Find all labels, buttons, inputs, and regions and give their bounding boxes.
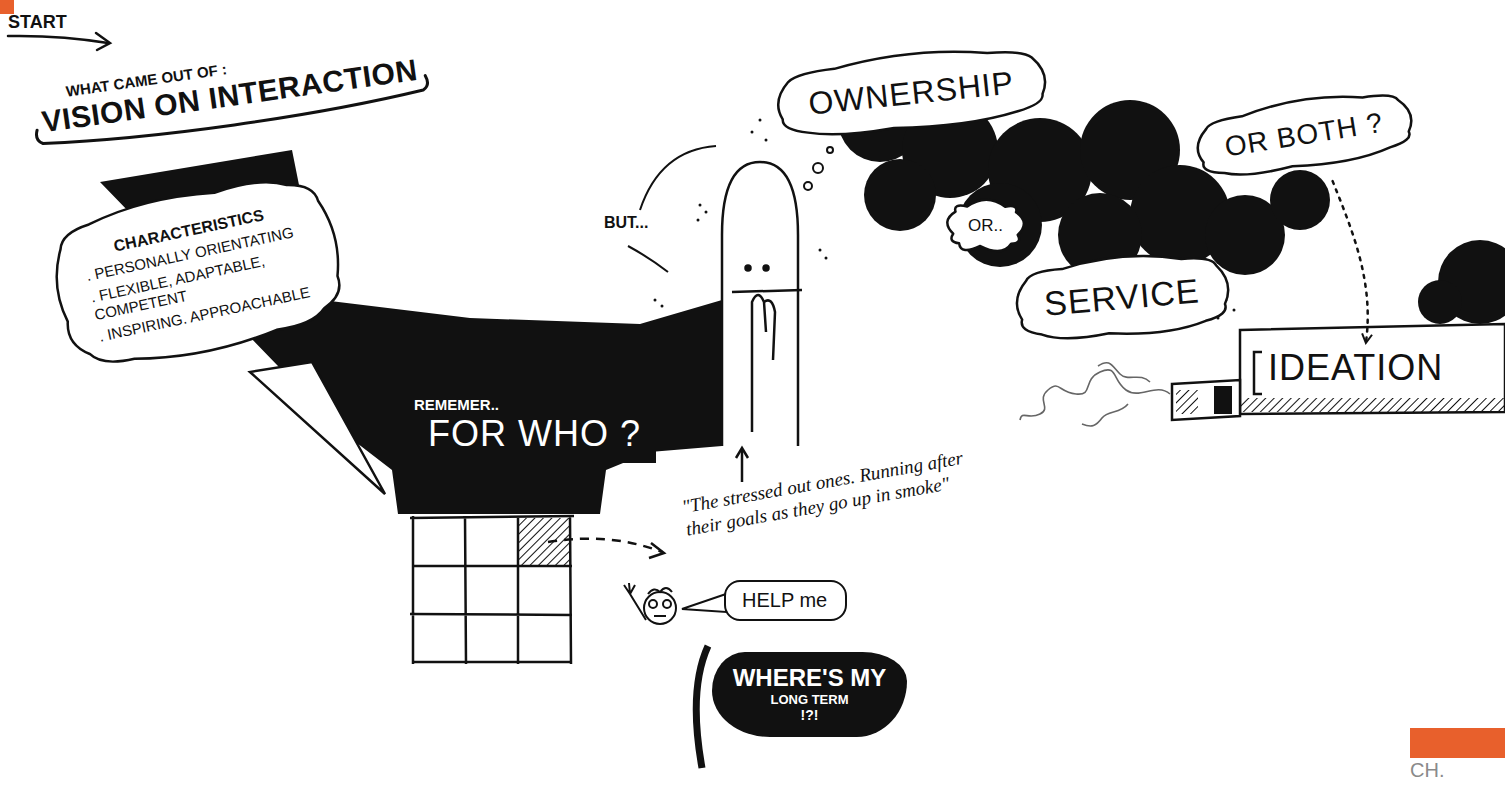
sketch-stroke: [1176, 390, 1198, 414]
quote-pointer: [736, 448, 748, 482]
sketch-stroke: [722, 162, 798, 446]
thought-bubbles: [804, 147, 833, 190]
sketch-stroke: [765, 139, 768, 142]
cigarette: [1172, 324, 1505, 420]
sketch-stroke: [1214, 386, 1232, 414]
sketch-stroke: [746, 266, 751, 271]
cloud-outline: [44, 166, 353, 379]
sketch-stroke: [1270, 170, 1330, 230]
cloud-outline: [1014, 248, 1232, 344]
sketch-stroke: [1418, 280, 1462, 324]
dashed-pointer: [548, 539, 664, 558]
sketch-stroke: [649, 600, 657, 608]
sketch-stroke: [663, 600, 671, 608]
ideation-band: IDEATION: [1262, 346, 1451, 389]
sketch-stroke: [825, 257, 828, 260]
sketch-stroke: [518, 518, 570, 566]
sketch-stroke: [764, 266, 769, 271]
but-lines: [628, 146, 716, 272]
start-label: START: [8, 12, 67, 33]
sketch-stroke: [736, 448, 748, 458]
sketch-stroke: [751, 131, 754, 134]
sketch-stroke: [628, 246, 668, 272]
aside-label: BUT...: [604, 214, 648, 232]
sketch-stroke: [827, 147, 833, 153]
sketch-stroke: [1172, 380, 1240, 420]
sketch-stroke: [732, 290, 802, 292]
target-box: REMEMER..FOR WHO ?: [400, 390, 656, 463]
sketch-stroke: [1233, 309, 1236, 312]
title-banner: WHAT CAME OUT OF :VISION ON INTERACTION: [29, 31, 431, 158]
sketch-stroke: [819, 249, 822, 252]
cloud-outline: [947, 200, 1024, 251]
sketch-stroke: [654, 299, 657, 302]
worry-blob: WHERE'S MYLONG TERM!?!: [712, 652, 907, 737]
sketch-stroke: [1254, 352, 1262, 394]
sketch-stroke: [1240, 398, 1505, 412]
smoke-curl: [1020, 363, 1170, 426]
sketch-stroke: [699, 204, 702, 207]
start-arrow: [8, 33, 110, 50]
sketch-stroke: [96, 33, 110, 50]
dark-swoosh: [696, 646, 708, 768]
node-text-group: OR..: [968, 216, 1004, 236]
help-tail: [682, 594, 726, 612]
sketch-stroke: [804, 182, 812, 190]
sketch-stroke: [813, 163, 823, 173]
worry-text: LONG TERM: [732, 692, 887, 707]
small-person: [624, 583, 676, 624]
sketch-stroke: [548, 539, 662, 552]
sketch-stroke: [648, 588, 672, 616]
sketch-stroke: [410, 516, 574, 664]
option-cloud: OR BOTH ?: [1188, 81, 1422, 189]
sketch-stroke: [624, 583, 646, 620]
sketch-stroke: [759, 119, 762, 122]
speech-tail: [250, 362, 385, 494]
sketch-stroke: [958, 183, 1042, 267]
sketch-stroke: [649, 543, 664, 558]
matrix-grid: [410, 516, 574, 664]
sketch-stroke: [1240, 324, 1505, 414]
chapter-bar: [1410, 728, 1505, 758]
worry-text: WHERE'S MY: [732, 664, 887, 692]
sketch-stroke: [864, 159, 936, 231]
sketch-stroke: [752, 295, 775, 432]
chapter-label: CH.: [1410, 759, 1444, 782]
sketch-stroke: [661, 305, 664, 308]
sketch-stroke: [697, 219, 700, 222]
speech-text: HELP me: [742, 589, 829, 612]
sketch-stroke: [640, 146, 716, 210]
dotted-arrow: [1333, 181, 1368, 342]
connector-cloud: OR..: [945, 198, 1026, 254]
sketch-stroke: [741, 450, 744, 482]
cloud-outline: [1193, 83, 1417, 183]
option-cloud: SERVICE: [1009, 246, 1237, 350]
quote-note: "The stressed out ones. Running after th…: [680, 444, 983, 541]
sketch-stroke: [705, 211, 708, 214]
cloud-outline: [774, 40, 1048, 142]
node-text-group: WHERE'S MYLONG TERM!?!: [732, 664, 887, 723]
option-text: OR..: [968, 216, 1004, 236]
node-text-group: HELP me: [742, 589, 829, 612]
sketch-stroke: [8, 36, 108, 43]
sketch-stroke: [644, 592, 676, 624]
node-text-group: IDEATION: [1268, 350, 1445, 386]
stage-title: IDEATION: [1268, 350, 1445, 386]
speech-bubble: HELP me: [724, 580, 847, 621]
reminder-note: REMEMER..: [414, 396, 642, 413]
option-cloud: OWNERSHIP: [768, 38, 1054, 149]
characteristics-cloud: CHARACTERISTICS. PERSONALLY ORIENTATING.…: [38, 162, 357, 383]
target-question: FOR WHO ?: [428, 413, 642, 455]
node-text-group: REMEMER..FOR WHO ?: [414, 396, 642, 455]
corner-tab: [0, 0, 14, 14]
worry-text: !?!: [732, 707, 887, 723]
node-text-group: WHAT CAME OUT OF :VISION ON INTERACTION: [37, 34, 421, 139]
thinking-figure: [722, 162, 802, 446]
